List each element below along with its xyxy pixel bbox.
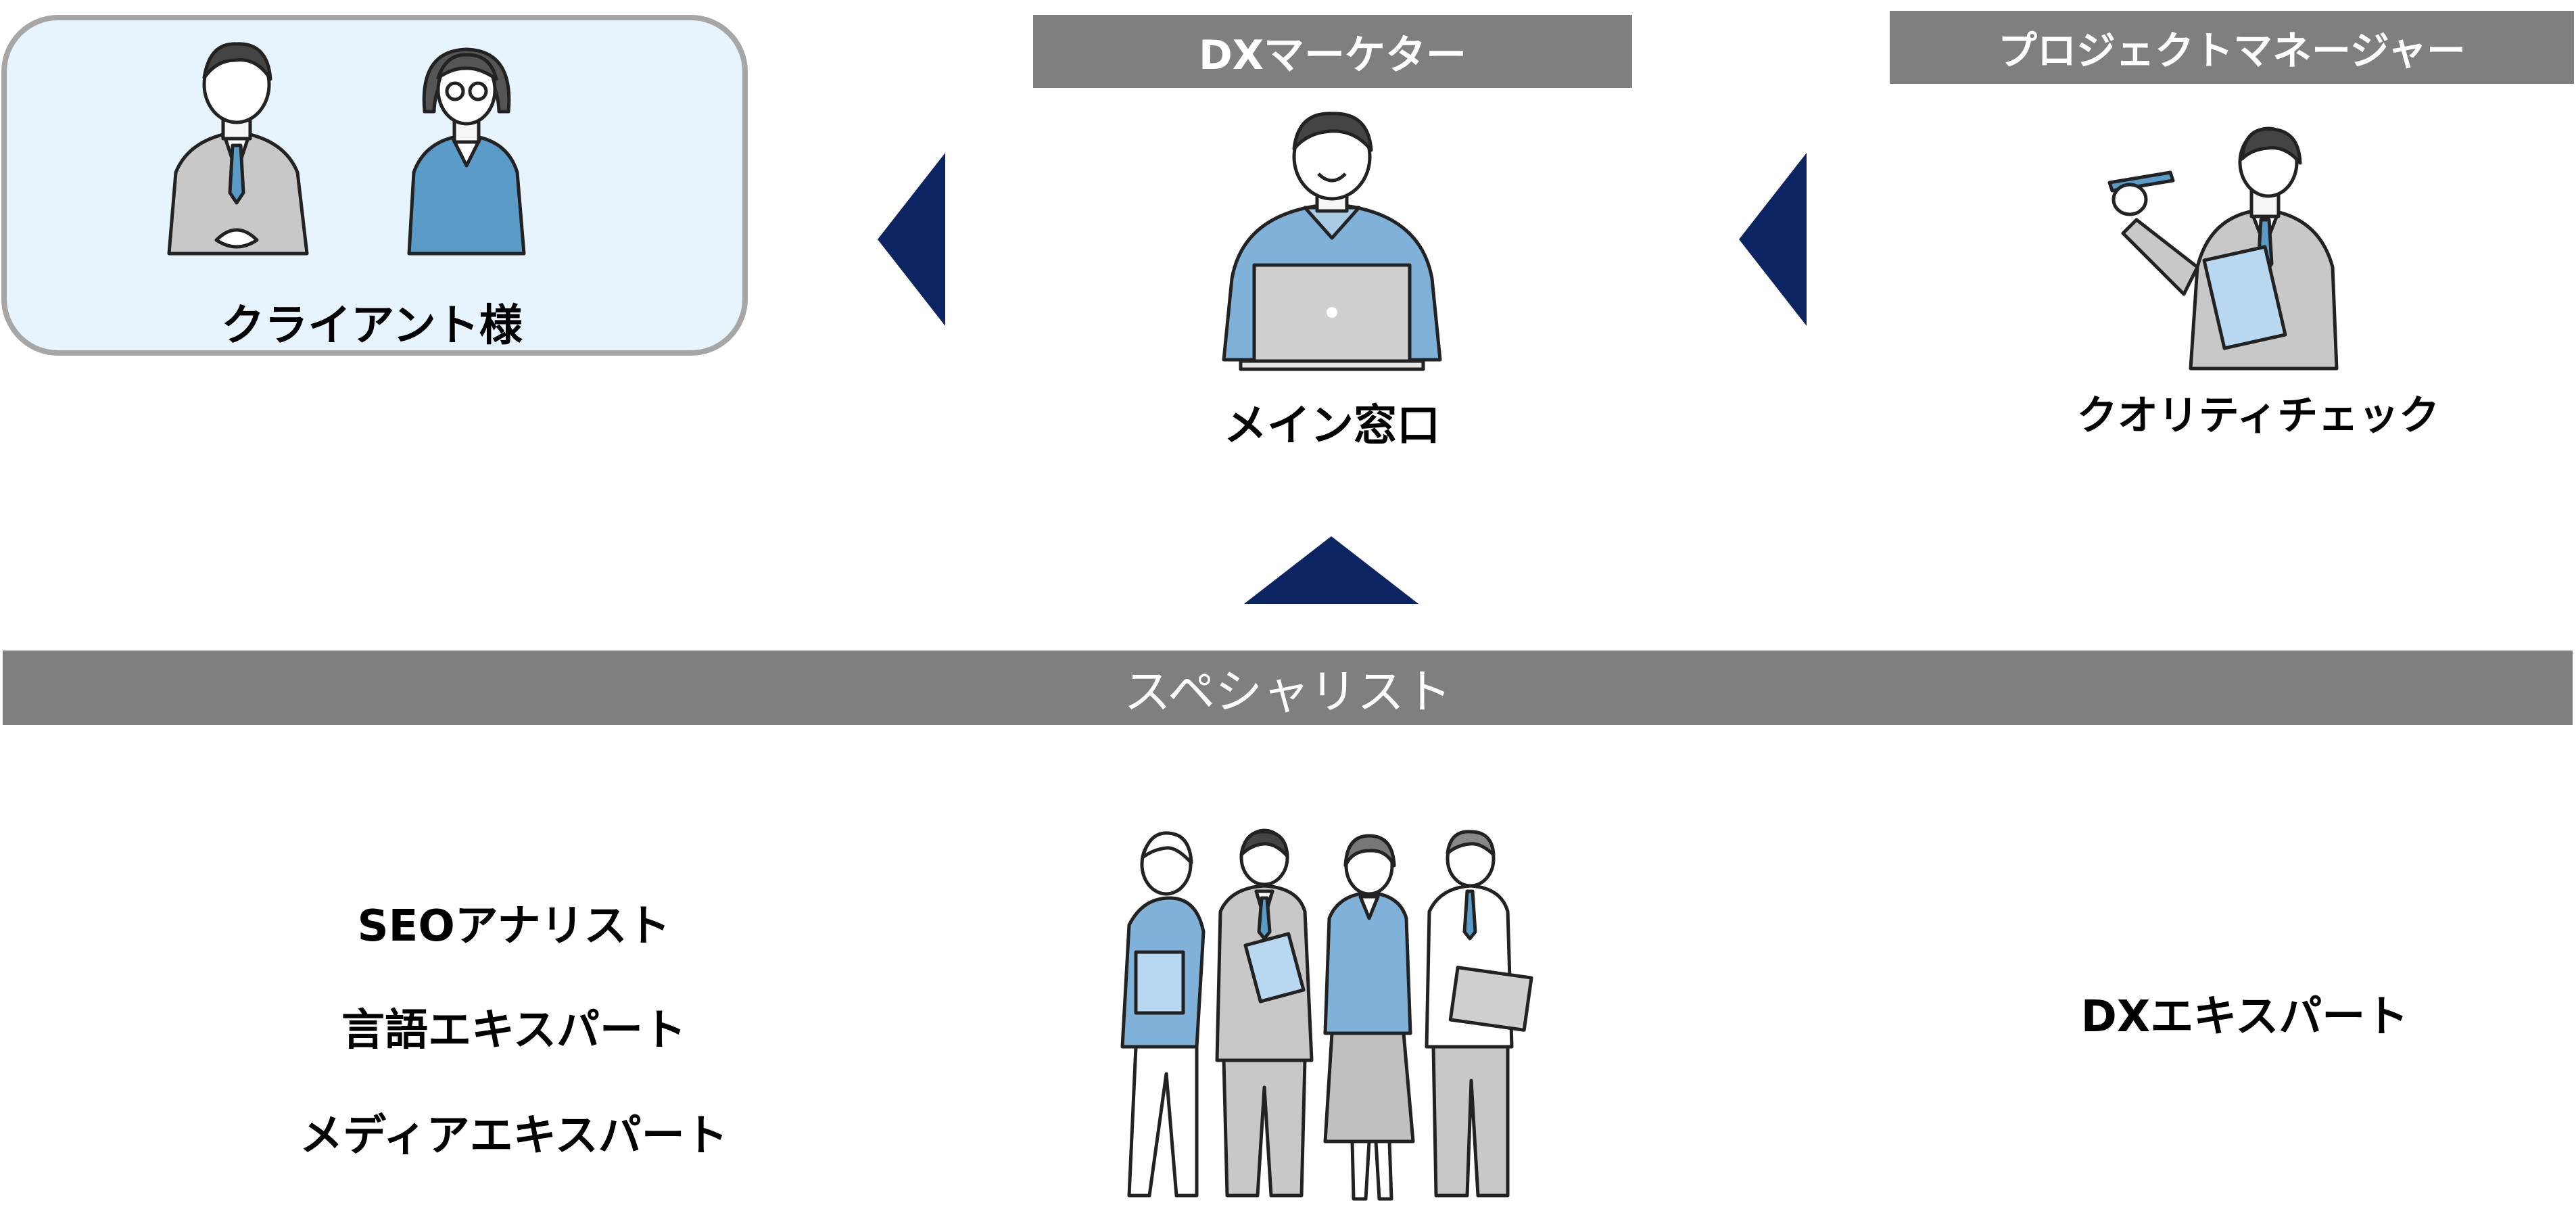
language-expert-label: 言語エキスパート [341, 1006, 687, 1056]
project-manager-title: プロジェクトマネージャー [1890, 11, 2574, 84]
arrow-to-marketer-icon [1739, 153, 1807, 326]
dx-expert-label: DXエキスパート [2080, 992, 2409, 1042]
seo-analyst-label: SEOアナリスト [357, 901, 671, 951]
marketer-laptop-illustration [1222, 112, 1442, 371]
arrow-to-client-icon [878, 153, 945, 326]
specialist-team-illustration [1120, 828, 1533, 1201]
client-people-illustration [167, 42, 526, 256]
quality-check-label: クオリティチェック [2076, 392, 2440, 440]
main-contact-label: メイン窓口 [1224, 401, 1440, 451]
media-expert-label: メディアエキスパート [300, 1111, 728, 1161]
dx-marketer-title: DXマーケター [1033, 15, 1632, 88]
specialists-title: スペシャリスト [3, 651, 2573, 725]
client-box [1, 15, 748, 356]
pm-notebook-illustration [2107, 126, 2339, 371]
arrow-up-icon [1244, 536, 1418, 604]
client-label: クライアント様 [221, 301, 523, 351]
